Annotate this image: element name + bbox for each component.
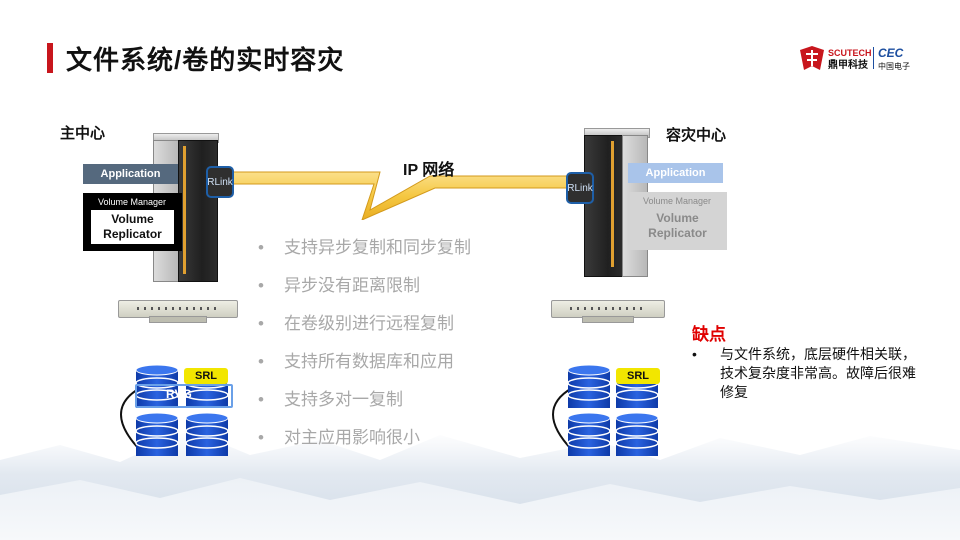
dr-disk-stack-right — [615, 374, 659, 456]
primary-rvg-label: RVG — [166, 387, 192, 401]
primary-disk-stack-left — [135, 364, 179, 456]
dr-disk-stack-left — [567, 364, 611, 456]
logo-graphic: SCUTECH 鼎甲科技 CEC 中国电子 — [800, 46, 910, 71]
ip-network-label: IP 网络 — [403, 162, 455, 179]
dr-replicator-label: Volume Replicator — [635, 208, 720, 244]
dr-application-box: Application — [628, 163, 723, 183]
primary-replicator-label: Volume Replicator — [90, 209, 175, 245]
primary-application-box: Application — [83, 164, 178, 184]
cons-bullet: • — [692, 346, 697, 362]
company-logo: SCUTECH 鼎甲科技 CEC 中国电子 — [798, 44, 916, 72]
primary-rvg-box — [135, 384, 233, 408]
logo-partner-cn: 中国电子 — [878, 61, 910, 71]
primary-disk-stack-right — [185, 374, 229, 456]
dr-site-label: 容灾中心 — [666, 127, 727, 144]
cons-text: 与文件系统，底层硬件相关联，技术复杂度非常高。故障后很难修复 — [720, 346, 916, 400]
feature-item: •支持多对一复制 — [258, 390, 403, 409]
logo-brand-cn: 鼎甲科技 — [828, 58, 869, 71]
dr-volume-manager-label: Volume Manager — [643, 196, 712, 206]
ip-network-link — [230, 171, 590, 220]
feature-item: •支持异步复制和同步复制 — [258, 238, 471, 257]
primary-storage-group — [120, 364, 229, 456]
primary-network-switch — [118, 300, 238, 323]
feature-item: •在卷级别进行远程复制 — [258, 314, 454, 333]
primary-site-label: 主中心 — [60, 125, 106, 142]
logo-brand-en: SCUTECH — [828, 48, 872, 58]
primary-srl-label: SRL — [184, 368, 228, 384]
primary-volume-manager-box: Volume Manager Volume Replicator — [83, 193, 182, 251]
primary-server-stripe — [183, 146, 186, 274]
dr-network-switch — [551, 300, 665, 323]
primary-rlink: RLink — [206, 166, 234, 198]
feature-item: •支持所有数据库和应用 — [258, 352, 454, 371]
dr-rlink: RLink — [566, 172, 594, 204]
dr-server — [584, 135, 624, 277]
feature-list: •支持异步复制和同步复制 •异步没有距离限制 •在卷级别进行远程复制 •支持所有… — [258, 236, 471, 464]
title-accent-bar — [47, 43, 53, 73]
mountain-background — [0, 430, 960, 540]
dr-srl-label: SRL — [616, 368, 660, 384]
page-title: 文件系统/卷的实时容灾 — [66, 45, 345, 75]
primary-volume-manager-label: Volume Manager — [98, 197, 167, 207]
logo-partner-en: CEC — [878, 46, 904, 60]
feature-item: •对主应用影响很小 — [258, 428, 420, 447]
cons-body: • 与文件系统，底层硬件相关联，技术复杂度非常高。故障后很难修复 — [692, 345, 924, 402]
dr-volume-manager-box: Volume Manager Volume Replicator — [628, 192, 727, 250]
cons-title: 缺点 — [692, 325, 726, 344]
feature-item: •异步没有距离限制 — [258, 276, 420, 295]
dr-server-stripe — [611, 141, 614, 267]
